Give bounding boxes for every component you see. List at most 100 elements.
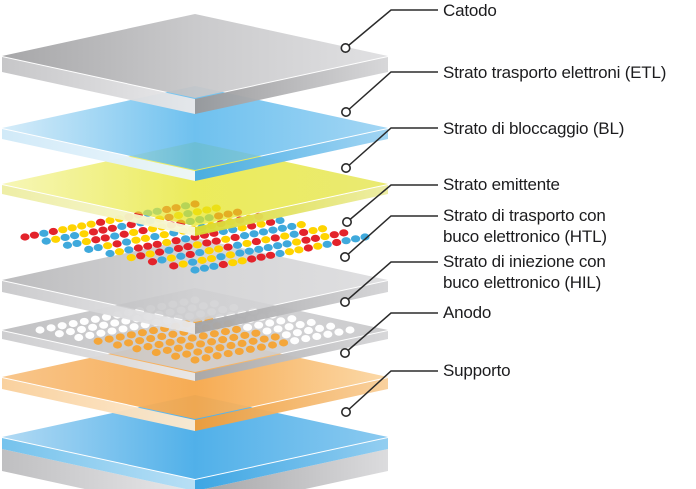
- bl-left-face: [2, 185, 195, 236]
- layer-htl-slab: [2, 238, 388, 334]
- hole-dot: [46, 324, 56, 332]
- emitter-dot: [289, 230, 299, 238]
- emitter-dot: [183, 243, 193, 251]
- emitter-dot: [77, 222, 87, 230]
- hole-dot: [301, 334, 311, 343]
- emitter-dot: [192, 241, 202, 249]
- emitter-dot: [287, 222, 297, 231]
- emitter-dot: [275, 249, 285, 258]
- emitter-dot: [202, 239, 212, 247]
- emitter-dot: [265, 218, 276, 226]
- layer-supporto-slab: [2, 395, 388, 489]
- etl-top-face: [2, 86, 388, 170]
- emitter-dot: [84, 245, 94, 253]
- emitter-dot: [256, 220, 266, 228]
- emitter-dot: [131, 236, 141, 244]
- hole-dot-over-anode: [171, 352, 181, 360]
- emitter-dot: [317, 225, 328, 233]
- hole-dot-over-anode: [212, 352, 222, 360]
- htl-top-face: [2, 238, 388, 322]
- emitter-dot: [216, 253, 226, 261]
- emitter-dot: [100, 234, 110, 242]
- bl-right-face: [195, 185, 388, 236]
- label-hil: Strato di iniezione con buco elettronico…: [443, 252, 606, 292]
- hole-dot-over-anode: [137, 329, 147, 337]
- htl-right-face: [195, 281, 388, 334]
- catodo-right-face: [195, 57, 388, 114]
- supporto-right-face: [195, 438, 388, 489]
- emitter-dot: [270, 234, 280, 242]
- emitter-dot: [173, 244, 184, 253]
- hole-dot: [77, 325, 87, 334]
- emitter-dot: [223, 243, 233, 251]
- leader-terminal-circle: [340, 42, 351, 53]
- emitter-dot: [93, 243, 103, 252]
- emitter-dot: [79, 230, 89, 238]
- emitter-dot: [58, 226, 68, 234]
- emitter-dot: [360, 233, 370, 241]
- hil-holes: [35, 296, 355, 364]
- hole-dot: [295, 321, 305, 329]
- hole-dot-over-anode: [220, 328, 230, 336]
- emitter-dot: [103, 242, 113, 250]
- leader-line: [345, 9, 438, 49]
- emitter-dot: [256, 253, 266, 261]
- hole-dot-over-anode: [201, 354, 211, 362]
- hole-dot: [276, 317, 286, 325]
- emitter-dot: [178, 260, 188, 268]
- emitter-dot: [124, 246, 134, 254]
- leader-terminal-circle: [339, 296, 350, 307]
- emitter-dot: [145, 250, 155, 258]
- emitter-dot: [232, 241, 243, 249]
- label-catodo: Catodo: [443, 1, 497, 20]
- emitter-dot: [119, 230, 129, 238]
- hole-dot: [99, 321, 109, 329]
- emitter-dot: [296, 221, 306, 229]
- bl-top-face: [2, 142, 388, 226]
- emitter-dot: [284, 248, 295, 256]
- layer-supporto-slab: [2, 395, 388, 489]
- emitter-dot: [81, 237, 91, 246]
- emitter-dot: [247, 222, 257, 230]
- emitter-dot: [152, 240, 162, 248]
- leader-terminal-circle: [340, 163, 351, 174]
- emitter-dot: [195, 248, 205, 257]
- hole-dot: [290, 337, 300, 345]
- label-anodo: Anodo: [443, 303, 492, 322]
- leader-line: [344, 215, 438, 258]
- htl-left-face: [2, 281, 195, 334]
- hole-dot-over-anode: [135, 337, 145, 345]
- hole-dot-over-anode: [143, 343, 153, 351]
- emitter-dot: [48, 227, 58, 236]
- hole-dot-over-anode: [154, 340, 164, 349]
- etl-right-face: [195, 129, 388, 181]
- hole-dot-over-anode: [115, 333, 125, 341]
- hole-dot-over-anode: [268, 341, 277, 349]
- hole-dot: [303, 326, 313, 335]
- hole-dot-over-anode: [146, 334, 156, 343]
- hole-dot-over-anode: [209, 330, 219, 338]
- hole-dot: [262, 327, 272, 335]
- hole-dot-over-anode: [151, 348, 161, 357]
- emitter-dot: [273, 242, 283, 250]
- emitter-dot: [265, 251, 276, 259]
- emitter-dot: [86, 220, 96, 228]
- hole-dot: [254, 321, 264, 329]
- catodo-top-face: [2, 14, 388, 98]
- hole-dot-over-anode: [162, 346, 172, 354]
- hole-dot-over-anode: [232, 325, 242, 334]
- hole-dot-over-anode: [259, 335, 269, 343]
- emitter-dot: [350, 235, 361, 243]
- emitter-dot: [329, 231, 339, 239]
- hole-dot-over-anode: [173, 344, 183, 352]
- emitter-dot: [138, 226, 148, 235]
- emitter-dot: [129, 228, 139, 237]
- leader-line: [346, 184, 438, 223]
- emitter-dot: [164, 246, 174, 254]
- hil-right-face: [195, 331, 388, 381]
- emitter-dot: [301, 236, 311, 244]
- hole-dot-over-anode: [198, 332, 208, 340]
- emitter-dot: [258, 228, 269, 236]
- emitter-dot: [320, 232, 330, 241]
- hole-dot-over-anode: [270, 333, 280, 341]
